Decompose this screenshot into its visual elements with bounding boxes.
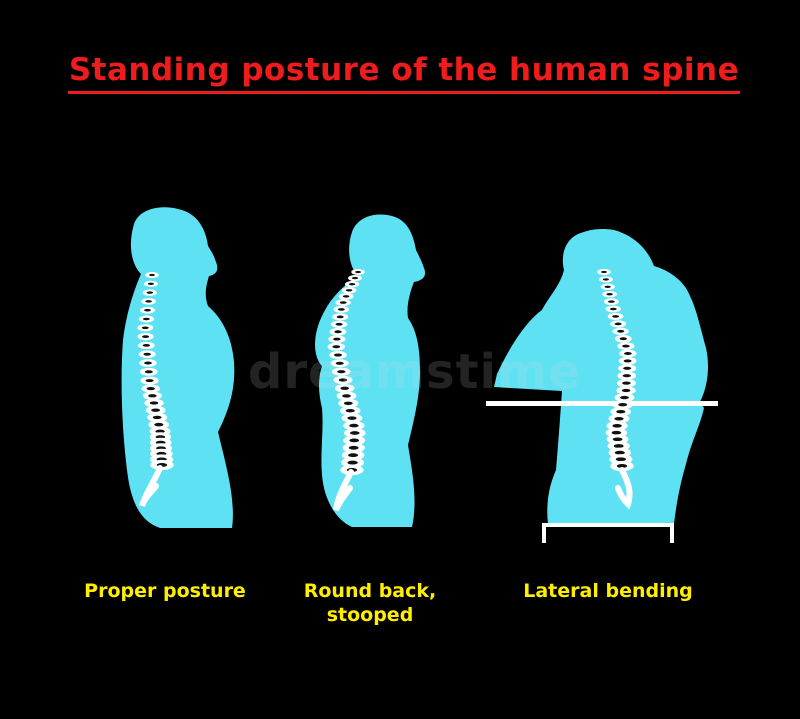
vertebra: [139, 306, 156, 314]
sacrum: [139, 465, 163, 507]
spine-scoliosis-icon: [597, 269, 637, 510]
vertebra: [328, 335, 346, 343]
vertebra: [141, 298, 156, 305]
sacrum: [615, 467, 633, 510]
vertebra: [612, 327, 629, 335]
vertebra: [142, 289, 157, 296]
seat-leg-right: [670, 523, 674, 543]
label-round-back: Round back, stooped: [303, 580, 437, 626]
vertebra: [332, 313, 349, 321]
upright-silhouette-icon: [121, 207, 235, 528]
vertebra: [617, 371, 637, 380]
spine-stooped-icon: [327, 269, 366, 512]
desk-edge: [486, 401, 718, 406]
vertebra: [344, 281, 360, 288]
watermark: dreamstime: [248, 344, 582, 400]
vertebra: [341, 287, 357, 294]
label-lateral-bending: Lateral bending: [523, 580, 693, 602]
vertebra: [143, 280, 158, 287]
vertebra: [617, 342, 635, 350]
vertebra: [597, 269, 611, 275]
seated-back-view-icon: [486, 229, 718, 543]
vertebra: [602, 290, 617, 298]
vertebra: [600, 283, 615, 290]
vertebra: [616, 378, 636, 388]
label-proper-posture: Proper posture: [84, 580, 246, 602]
vertebra: [333, 305, 350, 313]
vertebra: [138, 341, 155, 350]
vertebra: [603, 298, 619, 305]
vertebra: [598, 276, 613, 283]
title-underline: [68, 91, 740, 94]
seat-edge: [542, 523, 674, 527]
vertebra: [138, 315, 155, 323]
vertebra: [137, 324, 154, 332]
vertebra: [335, 299, 351, 307]
vertebra: [618, 356, 637, 365]
vertebra: [329, 327, 347, 336]
stooped-silhouette-icon: [315, 214, 426, 527]
vertebra: [605, 305, 621, 313]
page-title: Standing posture of the human spine: [68, 52, 740, 88]
vertebra: [139, 367, 158, 376]
vertebra: [619, 349, 637, 358]
spine-proper-icon: [137, 272, 174, 507]
vertebra: [351, 269, 365, 275]
vertebra: [138, 350, 156, 358]
vertebra: [618, 364, 637, 373]
vertebra: [610, 320, 627, 328]
vertebra: [330, 320, 348, 328]
vertebra: [607, 312, 624, 320]
vertebra: [145, 272, 159, 278]
vertebra: [137, 332, 154, 341]
vertebra: [141, 384, 161, 393]
vertebra: [139, 359, 157, 367]
seat-leg-left: [542, 523, 546, 543]
vertebra: [140, 376, 159, 385]
vertebra: [614, 334, 632, 343]
vertebra: [348, 275, 362, 282]
vertebra: [338, 293, 354, 300]
sacrum: [333, 469, 354, 512]
